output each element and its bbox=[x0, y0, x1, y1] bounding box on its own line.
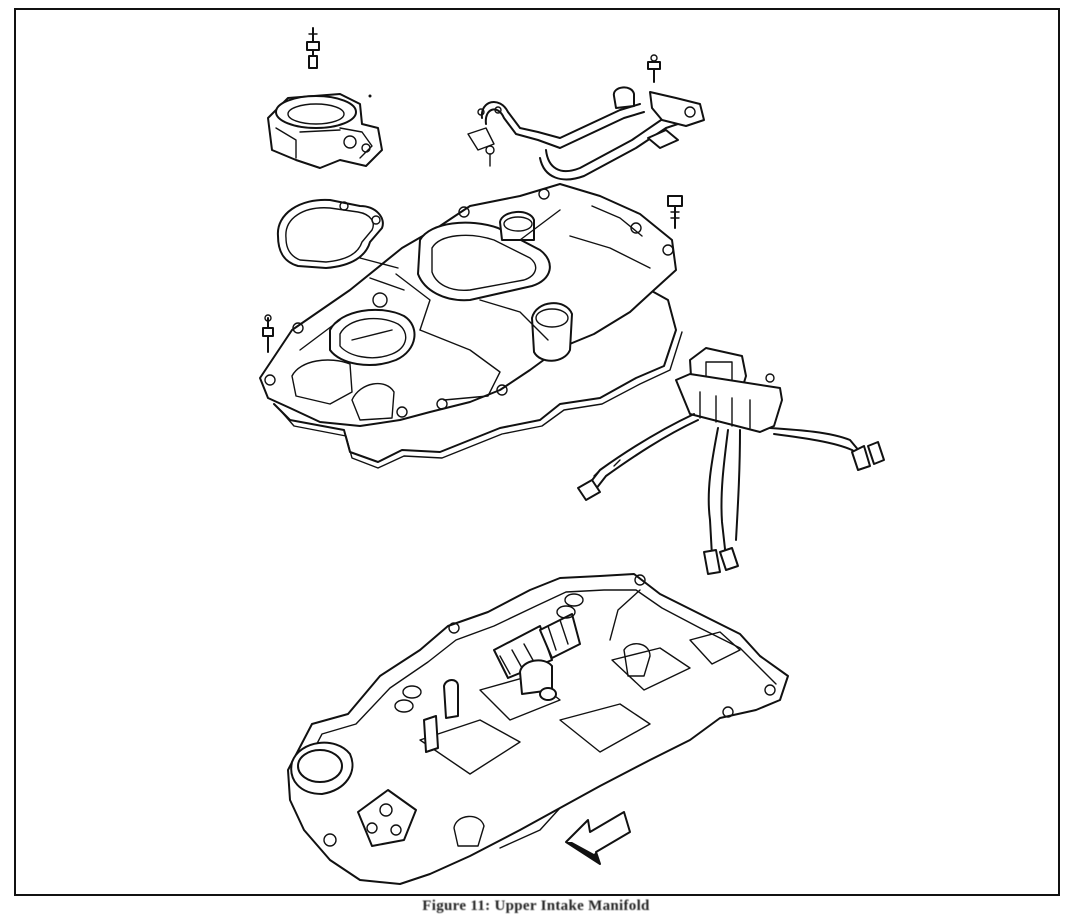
left-stud bbox=[262, 314, 274, 353]
figure-caption: Figure 11: Upper Intake Manifold bbox=[422, 898, 650, 914]
figure-frame bbox=[14, 8, 1060, 896]
throttle-body bbox=[267, 93, 383, 169]
throttle-body-gasket bbox=[276, 198, 384, 269]
fuel-rail-bolt bbox=[647, 54, 661, 83]
injector-harness bbox=[577, 347, 885, 575]
front-direction-arrow bbox=[565, 811, 631, 865]
upper-manifold-gasket bbox=[273, 289, 683, 469]
upper-intake-manifold bbox=[259, 183, 677, 427]
lower-intake-manifold bbox=[287, 573, 789, 885]
upper-bolt bbox=[306, 27, 320, 69]
fuel-rail bbox=[467, 86, 705, 181]
manifold-bolt bbox=[667, 195, 683, 229]
